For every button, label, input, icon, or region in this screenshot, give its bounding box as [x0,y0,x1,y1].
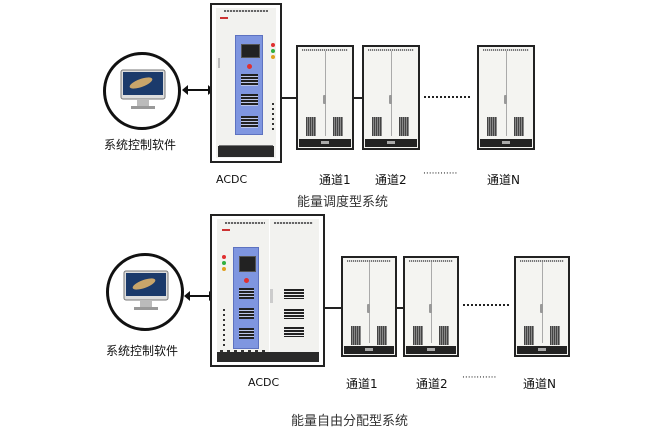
bus-line [354,97,363,99]
bus-line [325,307,342,309]
software-label: 系统控制软件 [106,344,179,358]
channel-n-label: 通道N [523,377,556,391]
computer-monitor-icon [120,69,166,109]
led-green [222,261,226,265]
led-yellow [222,267,226,271]
control-software-computer [106,253,184,331]
display-screen [239,256,256,272]
channel-ellipsis: ············ [423,169,458,179]
software-label: 系统控制软件 [104,138,177,152]
channel-n-cabinet [514,256,570,357]
led-red [271,43,275,47]
brand-logo [222,229,230,231]
acdc-cabinet [210,214,325,367]
channel-1-label: 通道1 [319,173,351,187]
bidirectional-arrow-icon [184,291,215,301]
bus-line [282,97,298,99]
channel-2-cabinet [362,45,420,150]
channel-1-cabinet [296,45,354,150]
bidirectional-arrow-icon [182,85,214,95]
led-green [271,49,275,53]
led-yellow [271,55,275,59]
display-screen [241,44,260,58]
control-panel [235,35,263,135]
channel-1-cabinet [341,256,397,357]
channel-2-label: 通道2 [416,377,448,391]
channel-n-cabinet [477,45,535,150]
diagram-title: 能量自由分配型系统 [291,414,409,429]
acdc-cabinet [210,3,282,163]
ellipsis-connector [424,96,472,98]
channel-2-label: 通道2 [375,173,407,187]
acdc-label: ACDC [248,376,280,389]
emergency-button-icon [244,278,249,283]
acdc-label: ACDC [216,173,248,186]
channel-ellipsis: ············ [462,373,497,383]
ellipsis-connector [463,304,509,306]
computer-monitor-icon [123,270,169,310]
control-software-computer [103,52,181,130]
emergency-button-icon [247,64,252,69]
led-red [222,255,226,259]
diagram-title: 能量调度型系统 [297,195,389,210]
channel-2-cabinet [403,256,459,357]
channel-1-label: 通道1 [346,377,378,391]
brand-logo [220,17,228,19]
control-panel [233,247,259,349]
channel-n-label: 通道N [487,173,520,187]
bus-line [397,307,404,309]
